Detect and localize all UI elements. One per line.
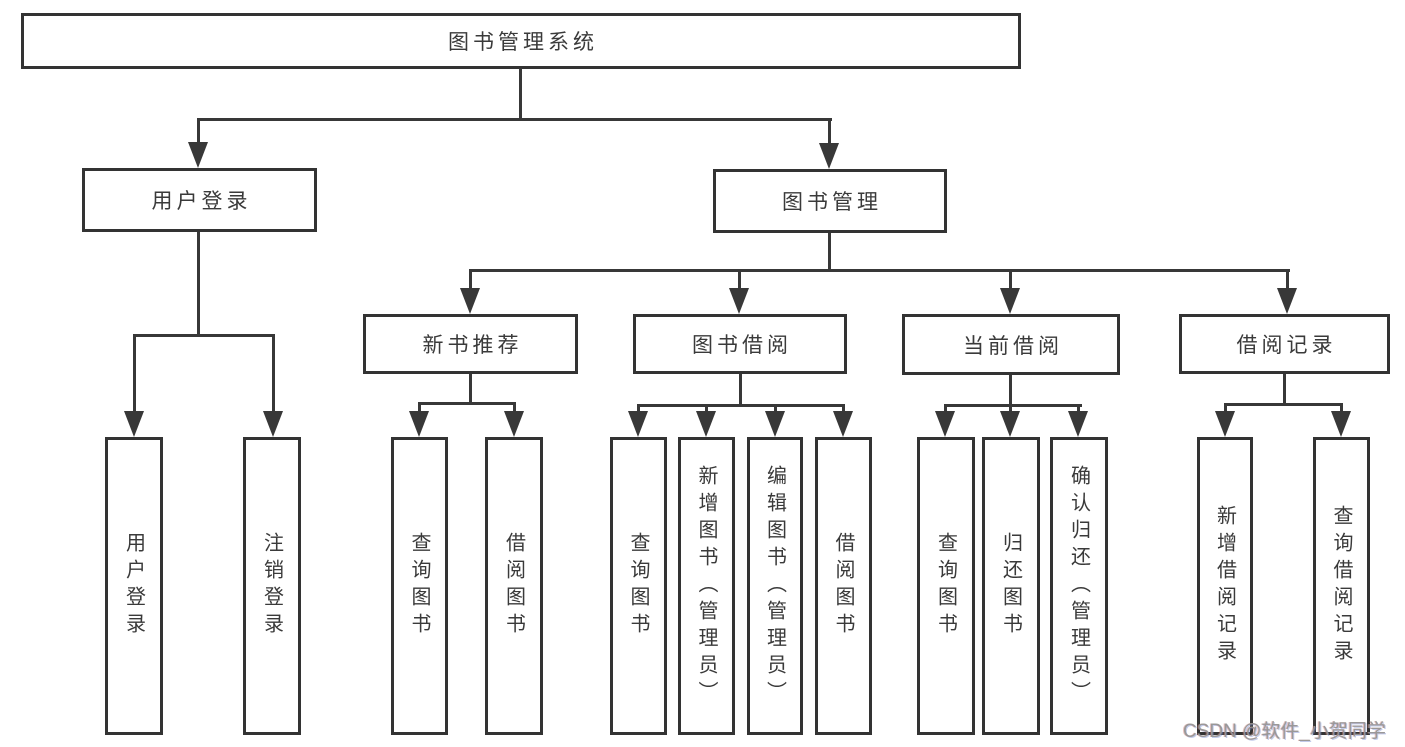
leaf-user-login-label: 用户登录 [122,532,145,640]
leaf-nb-borrow-book-label: 借阅图书 [502,532,525,640]
node-root: 图书管理系统 [21,13,1021,69]
leaf-bb-borrow-book-label: 借阅图书 [832,532,854,640]
leaf-cb-search-book-label: 查询图书 [934,532,957,640]
leaf-nb-search-book-label: 查询图书 [408,532,430,640]
leaf-bb-add-book: 新增图书（管理员） [678,437,735,735]
arrow-to-current-icon [1000,288,1020,314]
arrow-cb-leaf3-icon [1068,411,1088,437]
node-user-login-label: 用户登录 [151,190,252,213]
connector-current-horizontal [944,404,1082,407]
connector-ul-leaf1-shaft [133,334,136,412]
connector-root-vertical [519,68,522,120]
node-book-borrow-label: 图书借阅 [692,334,792,357]
leaf-bb-search-book: 查询图书 [610,437,667,735]
arrow-ul-leaf2-icon [263,411,283,437]
connector-br-leaf2-shaft [1340,403,1343,414]
leaf-br-search-record-label: 查询借阅记录 [1330,505,1352,667]
arrow-ul-leaf1-icon [124,411,144,437]
arrow-br-leaf1-icon [1215,411,1235,437]
leaf-bb-edit-book-label: 编辑图书（管理员） [763,464,786,708]
connector-nb-leaf1-shaft [418,402,421,414]
arrow-nb-leaf1-icon [409,411,429,437]
arrow-to-book-mgmt-icon [819,143,839,169]
connector-to-current-shaft [1009,269,1012,291]
arrow-to-borrow-icon [729,288,749,314]
leaf-bb-borrow-book: 借阅图书 [815,437,872,735]
leaf-nb-borrow-book: 借阅图书 [485,437,543,735]
arrow-cb-leaf2-icon [1000,411,1020,437]
connector-to-newbook-shaft [469,269,472,291]
leaf-bb-edit-book: 编辑图书（管理员） [747,437,803,735]
connector-book-mgmt-vertical [828,233,831,271]
connector-cb-leaf1-shaft [944,404,947,414]
connector-bb-leaf4-shaft [842,404,845,414]
connector-current-vertical [1009,375,1012,406]
leaf-cb-return-book: 归还图书 [982,437,1040,735]
csdn-watermark: CSDN @软件_小贺同学 [1183,721,1386,742]
connector-nb-leaf2-shaft [513,402,516,414]
node-current-borrow: 当前借阅 [902,314,1120,375]
node-book-mgmt-label: 图书管理 [782,191,882,214]
connector-bb-leaf3-shaft [774,404,777,414]
connector-to-borrow-shaft [738,269,741,291]
leaf-bb-add-book-label: 新增图书（管理员） [695,464,717,708]
node-book-borrow: 图书借阅 [633,314,847,374]
connector-ul-leaf2-shaft [272,334,275,412]
connector-br-leaf1-shaft [1224,403,1227,414]
connector-cb-leaf2-shaft [1009,404,1012,414]
connector-root-horizontal [197,118,832,121]
leaf-user-login: 用户登录 [105,437,163,735]
leaf-br-search-record: 查询借阅记录 [1313,437,1370,735]
arrow-cb-leaf1-icon [935,411,955,437]
connector-newbook-horizontal [418,402,516,405]
arrow-to-records-icon [1277,288,1297,314]
connector-records-vertical [1283,374,1286,405]
connector-borrow-horizontal [637,404,844,407]
node-new-book-rec-label: 新书推荐 [422,334,523,357]
node-borrow-records-label: 借阅记录 [1236,334,1337,357]
leaf-br-add-record: 新增借阅记录 [1197,437,1253,735]
leaf-cb-confirm-return: 确认归还（管理员） [1050,437,1108,735]
connector-cb-leaf3-shaft [1077,404,1080,414]
leaf-cb-confirm-return-label: 确认归还（管理员） [1067,464,1090,708]
connector-bb-leaf2-shaft [705,404,708,414]
leaf-bb-search-book-label: 查询图书 [627,532,649,640]
connector-book-mgmt-horizontal [469,269,1290,272]
connector-records-horizontal [1224,403,1343,406]
arrow-to-user-login-icon [188,142,208,168]
leaf-cb-search-book: 查询图书 [917,437,975,735]
arrow-bb-leaf3-icon [765,411,785,437]
node-user-login: 用户登录 [82,168,317,232]
connector-newbook-vertical [469,374,472,405]
connector-bb-leaf1-shaft [637,404,640,414]
connector-user-login-vertical [197,232,200,336]
node-borrow-records: 借阅记录 [1179,314,1390,374]
node-book-mgmt: 图书管理 [713,169,947,233]
connector-user-login-horizontal [133,334,275,337]
arrow-to-newbook-icon [460,288,480,314]
node-current-borrow-label: 当前借阅 [963,334,1063,358]
connector-to-user-login-shaft [197,118,200,146]
connector-borrow-vertical [739,374,742,406]
arrow-br-leaf2-icon [1331,411,1351,437]
arrow-nb-leaf2-icon [504,411,524,437]
leaf-logout: 注销登录 [243,437,301,735]
arrow-bb-leaf1-icon [628,411,648,437]
connector-to-records-shaft [1286,269,1289,291]
leaf-nb-search-book: 查询图书 [391,437,448,735]
arrow-bb-leaf2-icon [696,411,716,437]
node-new-book-rec: 新书推荐 [363,314,578,374]
connector-to-book-mgmt-shaft [828,118,831,146]
node-root-label: 图书管理系统 [448,31,598,54]
leaf-cb-return-book-label: 归还图书 [999,532,1022,640]
arrow-bb-leaf4-icon [833,411,853,437]
leaf-br-add-record-label: 新增借阅记录 [1213,505,1236,667]
leaf-logout-label: 注销登录 [260,532,283,640]
